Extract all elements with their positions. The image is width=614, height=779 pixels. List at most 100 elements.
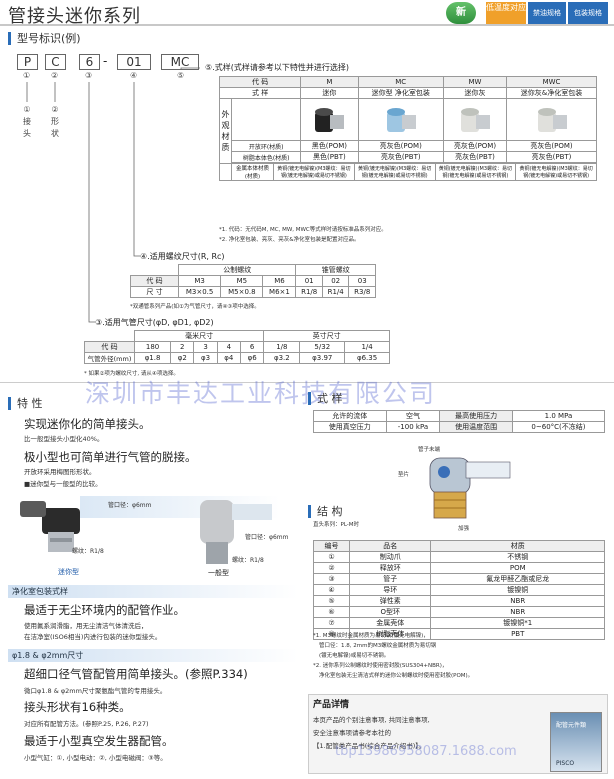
thread-size: M5×0.8 [220,286,264,298]
circle-5: ⑤ [177,71,185,80]
tube-label: ③.适用气管尺寸(φD, φD1, φD2) [95,318,214,327]
tube-code: 180 [133,341,172,353]
struct-mat: POM [430,562,605,574]
struct-mat: 镀镍铜 [430,584,605,596]
thread-size-header: 尺 寸 [130,286,179,298]
small-h1: 超细口径气管配管用简单接头。(参照P.334) [24,667,248,681]
small-d3: 小型气缸：①, 小型电动：②, 小型电磁阀：③等。 [24,754,167,762]
small-d2: 对应所有配管方法。(参照P.25, P.26, P.27) [24,720,149,728]
spec-cell: 黑色(POM) [300,140,359,152]
spec-style: 迷你灰&净化室包装 [506,87,597,99]
spec-cell: 亮灰色(PBT) [357,151,444,163]
detail-line-3: 【1.配管类产品书(综合产品介绍书)】。 [313,742,426,750]
struct-col: 品名 [348,540,432,552]
features-h1: 实现迷你化的简单接头。 [24,417,151,431]
small-h3: 最适于小型真空发生器配管。 [24,734,174,748]
spec-row-label: 金属本体材质(材质) [231,163,274,181]
thread-code: M6 [262,275,297,287]
spec-side-char: 外 [221,110,230,119]
tube-group: 英寸尺寸 [263,330,390,342]
spec-row-label: 树脂本体色(材质) [230,151,302,163]
section-divider [0,382,614,383]
spec-cell: 亮灰色(PBT) [442,151,508,163]
circle-2: ② [51,71,59,80]
fitting-gray-image [460,107,490,132]
struct-note-4: *2. 迷你系列公制螺纹时使用密封胶(SUS304+NBR)， [313,663,448,669]
spec-cell: 黑色(PBT) [300,151,359,163]
spec-cell: 黄铜(镀无电解镍)(M3螺纹：易切钢(镀无电解镍)或易切不锈钢) [434,163,517,181]
tube-code: 3 [193,341,218,353]
features-heading: 特 性 [8,397,43,410]
struct-no: ② [313,562,350,574]
thread-note: *双通管系列产品(如①为气管尺寸，请④③项中选择。 [130,304,260,310]
struct-no: ⑥ [313,606,350,618]
spec-style: 迷你 [300,87,359,99]
catalog-title: 配管元件類 [556,722,587,729]
mini-type-label: 迷你型 [58,568,79,576]
catalog-brand: PISCO [556,760,575,767]
thread-size-normal: 螺纹：R1/8 [232,557,264,564]
low-temp-badge: 低温度对应 [486,2,526,24]
style-cell: 使用真空压力 [313,421,387,433]
struct-name: 导环 [348,584,432,596]
thread-size: M3×0.5 [177,286,222,298]
features-d3: ■迷你型与一般型的比较。 [24,480,102,488]
spec-side-char: 材 [221,132,230,141]
tube-code: 4 [216,341,241,353]
fitting-gray-clean-image [537,107,567,132]
features-h2: 极小型也可简单进行气管的脱接。 [24,450,197,464]
struct-name: 释放环 [348,562,432,574]
tube-dia: φ2 [170,352,195,364]
tube-dia: φ3.97 [299,352,346,364]
thread-group: 公制螺纹 [177,264,297,276]
struct-note-5: 净化室包装无尘清洁式样的迷你公制螺纹时使用密封胶(POM)。 [319,673,474,679]
spec-row-label: 开放环(材质) [230,140,302,152]
tube-code: 1/4 [344,341,390,353]
thread-label: ④.适用螺纹尺寸(R, Rc) [140,252,225,261]
style-label: ⑤.式样(式样请参考以下特性并进行选择) [205,63,349,72]
code-box-c: C [45,54,66,70]
struct-mat: PBT [430,628,605,640]
struct-name: 树脂壳体 [348,628,432,640]
tube-group: 毫米尺寸 [133,330,265,342]
spec-cell: 黄铜(镀无电解镍)(M3螺纹：易切钢(镀无电解镍)或易切不锈钢) [515,163,597,181]
style-cell: 0~60°C(不冻结) [511,421,606,433]
label-joint: ①接头 [23,105,31,138]
small-h2: 接头形状有16种类。 [24,700,131,714]
thread-code: 03 [348,275,376,287]
thread-code: 02 [321,275,350,287]
struct-name: 管子 [348,573,432,585]
spec-note-2: *2. 净化室包装、亮灰、亮灰&净化室包装是配置对应品。 [219,237,360,243]
fitting-mc-image [386,107,416,132]
catalog-book [550,712,602,772]
thread-code: 01 [295,275,323,287]
tube-dia: φ4 [216,352,241,364]
code-box-6: 6 [79,54,100,70]
code-box-01: 01 [117,54,151,70]
tube-dia: φ3 [193,352,218,364]
spec-style: 迷你灰 [442,87,508,99]
thread-group: 锥管螺纹 [295,264,376,276]
thread-size: R1/8 [295,286,323,298]
page-title: 管接头迷你系列 [8,6,141,27]
label-shape: ②形状 [51,105,59,138]
detail-line-2: 安全注意事项请参考本社的 [313,729,391,737]
connector-lines [26,67,200,323]
struct-note-1: *1. M3螺纹时金属材质为易切钢(镀无电解镍)， [313,633,429,639]
struct-col: 材质 [430,540,605,552]
spec-note-1: *1. 代码：无代码M, MC, MW, MWC等式样时请按标准品系列对应。 [219,227,387,233]
structure-drawing [429,457,511,519]
clean-d2: 在洁净室(ISO6相当)内进行包装的迷你型接头。 [24,633,162,641]
small-bar: φ1.8 & φ2mm尺寸 [8,649,298,662]
spec-cell: 亮灰色(POM) [357,140,444,152]
struct-mat: 不锈钢 [430,551,605,563]
tube-dia-header: 气管外径(mm) [84,352,135,364]
spec-cell: 黄铜(镀无电解镍)(M3螺纹：易切钢(镀无电解镍)或易切不锈钢) [273,163,355,181]
struct-name: 制动爪 [348,551,432,563]
circle-4: ④ [130,71,138,80]
code-dash: - [103,54,108,68]
